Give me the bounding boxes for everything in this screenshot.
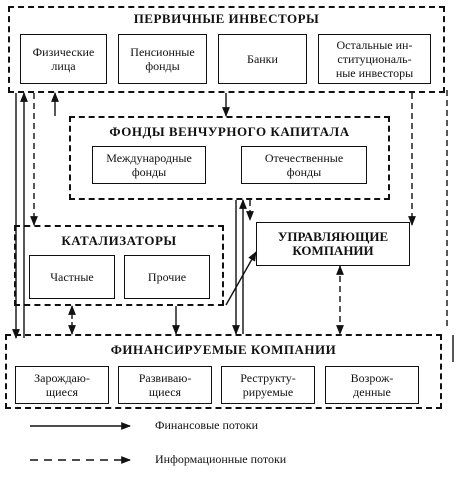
legend-financial-label: Финансовые потоки — [155, 418, 259, 432]
managing-companies-block: УПРАВЛЯЮЩИЕ КОМПАНИИ — [256, 222, 410, 266]
company-emerging: Зарождаю- щиеся — [15, 366, 109, 404]
legend-information-label: Информационные потоки — [155, 452, 287, 466]
catalyst-other: Прочие — [124, 255, 210, 299]
primary-investors-title: ПЕРВИЧНЫЕ ИНВЕСТОРЫ — [133, 11, 320, 26]
vc-funds-block: ФОНДЫ ВЕНЧУРНОГО КАПИТАЛА Международные … — [69, 116, 390, 200]
catalyst-private: Частные — [29, 255, 115, 299]
primary-investors-block: ПЕРВИЧНЫЕ ИНВЕСТОРЫ Физические лица Пенс… — [8, 6, 445, 93]
vc-fund-international: Международные фонды — [92, 146, 206, 184]
company-developing: Развиваю- щиеся — [118, 366, 212, 404]
investor-banks: Банки — [218, 34, 307, 84]
investor-pension-funds: Пенсионные фонды — [118, 34, 207, 84]
vc-fund-domestic: Отечественные фонды — [241, 146, 367, 184]
catalysts-title: КАТАЛИЗАТОРЫ — [61, 233, 177, 248]
company-restructuring: Реструкту- рируемые — [221, 366, 315, 404]
financial-flow-line — [225, 251, 257, 306]
investor-other-institutional: Остальные ин- ституциональ- ные инвестор… — [318, 34, 431, 84]
financed-companies-block: ФИНАНСИРУЕМЫЕ КОМПАНИИ Зарождаю- щиеся Р… — [5, 334, 442, 409]
investor-individuals: Физические лица — [20, 34, 107, 84]
company-reviving: Возрож- денные — [325, 366, 419, 404]
vc-funds-title: ФОНДЫ ВЕНЧУРНОГО КАПИТАЛА — [109, 124, 350, 139]
catalysts-block: КАТАЛИЗАТОРЫ Частные Прочие — [14, 225, 224, 306]
financed-companies-title: ФИНАНСИРУЕМЫЕ КОМПАНИИ — [110, 342, 337, 357]
